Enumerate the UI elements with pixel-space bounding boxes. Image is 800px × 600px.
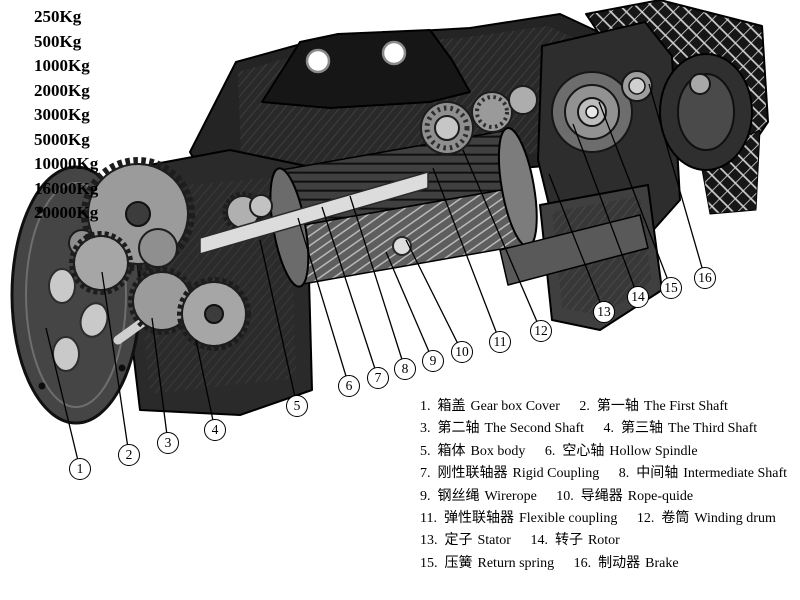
callout-1: 1 <box>69 458 91 480</box>
capacity-item: 3000Kg <box>34 105 90 124</box>
callout-15: 15 <box>660 277 682 299</box>
cover-hole <box>79 302 109 338</box>
bracket-hole <box>381 40 407 66</box>
capacity-item: 2000Kg <box>34 80 90 100</box>
callout-5: 5 <box>286 395 308 417</box>
main-shaft <box>199 171 429 255</box>
capacity-item: 16000Kg <box>34 178 99 198</box>
leader-lines <box>45 83 706 470</box>
callout-6: 6 <box>338 375 360 397</box>
capacity-item: 5000Kg <box>34 129 90 149</box>
mounting-bracket <box>261 29 471 109</box>
callout-3: 3 <box>157 432 179 454</box>
capacity-list: 250Kg 500Kg 1000Kg 2000Kg 3000Kg 5000Kg … <box>34 5 98 226</box>
callout-7: 7 <box>367 367 389 389</box>
cover-hole <box>52 336 80 372</box>
callout-10: 10 <box>451 341 473 363</box>
callout-12: 12 <box>530 320 552 342</box>
callout-9: 9 <box>422 350 444 372</box>
capacity-item: 20000Kg <box>34 203 99 222</box>
callout-14: 14 <box>627 286 649 308</box>
capacity-item: 1000Kg <box>34 56 90 75</box>
callout-8: 8 <box>394 358 416 380</box>
callout-16: 16 <box>694 267 716 289</box>
callout-11: 11 <box>489 331 511 353</box>
bracket-hole <box>305 48 331 74</box>
capacity-item: 250Kg <box>34 7 82 26</box>
cover-hole <box>48 268 76 304</box>
callout-13: 13 <box>593 301 615 323</box>
bearing-rings <box>420 85 538 155</box>
capacity-item: 500Kg <box>34 31 82 51</box>
capacity-item: 10000Kg <box>34 154 99 173</box>
hoist-machine <box>10 0 769 425</box>
callout-4: 4 <box>204 419 226 441</box>
callout-2: 2 <box>118 444 140 466</box>
gear-train <box>69 157 273 351</box>
